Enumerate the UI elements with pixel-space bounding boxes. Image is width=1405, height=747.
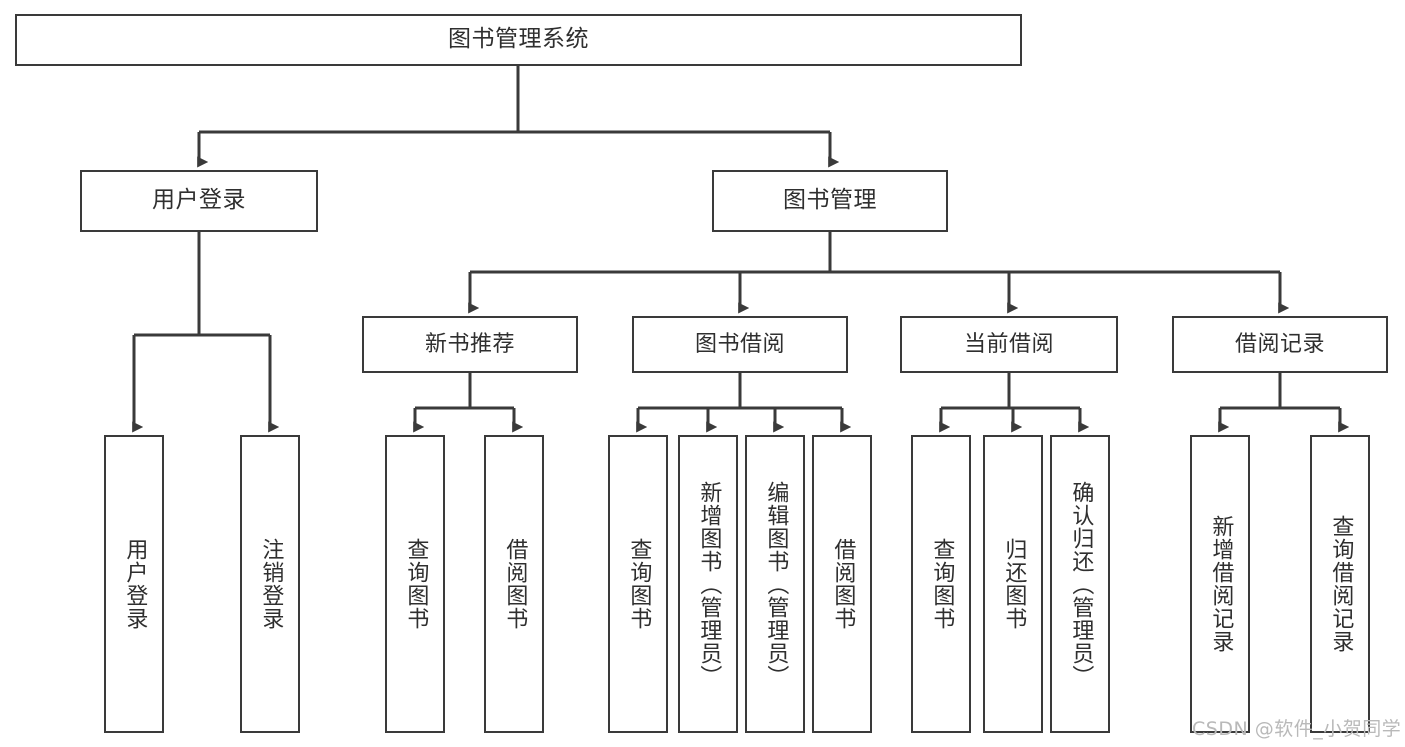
node-label: 图书管理系统 [448,26,589,53]
node-label: 用户登录 [152,187,246,214]
node-label: 图书借阅 [694,331,785,357]
node-leaf-add-record[interactable]: 新增借阅记录 [1190,435,1250,733]
node-borrow-record[interactable]: 借阅记录 [1172,316,1388,373]
node-label: 归还图书 [1001,538,1027,630]
node-leaf-query-book-3[interactable]: 查询图书 [911,435,971,733]
node-label: 图书管理 [783,187,877,214]
node-leaf-query-record[interactable]: 查询借阅记录 [1310,435,1370,733]
node-label: 注销登录 [258,538,284,630]
node-label: 新增图书（管理员） [696,480,722,688]
node-label: 新书推荐 [424,331,515,357]
node-leaf-user-login[interactable]: 用户登录 [104,435,164,733]
node-label: 查询图书 [929,538,955,630]
node-leaf-query-book-1[interactable]: 查询图书 [385,435,445,733]
node-user-login[interactable]: 用户登录 [80,170,318,232]
node-leaf-return-book[interactable]: 归还图书 [983,435,1043,733]
node-label: 用户登录 [122,538,148,630]
node-leaf-borrow-book-1[interactable]: 借阅图书 [484,435,544,733]
node-leaf-query-book-2[interactable]: 查询图书 [608,435,668,733]
node-leaf-edit-book[interactable]: 编辑图书（管理员） [745,435,805,733]
node-root-system[interactable]: 图书管理系统 [15,14,1022,66]
node-label: 查询借阅记录 [1328,515,1354,653]
node-label: 借阅记录 [1234,331,1325,357]
node-label: 借阅图书 [502,538,528,630]
node-book-borrow[interactable]: 图书借阅 [632,316,848,373]
node-label: 新增借阅记录 [1208,515,1234,653]
csdn-watermark: CSDN @软件_小贺同学 [1192,718,1402,740]
node-label: 确认归还（管理员） [1068,480,1094,688]
node-leaf-borrow-book-2[interactable]: 借阅图书 [812,435,872,733]
node-book-manage[interactable]: 图书管理 [712,170,948,232]
node-current-borrow[interactable]: 当前借阅 [900,316,1118,373]
node-leaf-logout[interactable]: 注销登录 [240,435,300,733]
node-label: 编辑图书（管理员） [763,480,789,688]
node-label: 查询图书 [626,538,652,630]
node-label: 查询图书 [403,538,429,630]
node-label: 借阅图书 [830,538,856,630]
node-new-book-recommend[interactable]: 新书推荐 [362,316,578,373]
node-leaf-add-book[interactable]: 新增图书（管理员） [678,435,738,733]
node-label: 当前借阅 [963,331,1054,357]
node-leaf-confirm-return[interactable]: 确认归还（管理员） [1050,435,1110,733]
